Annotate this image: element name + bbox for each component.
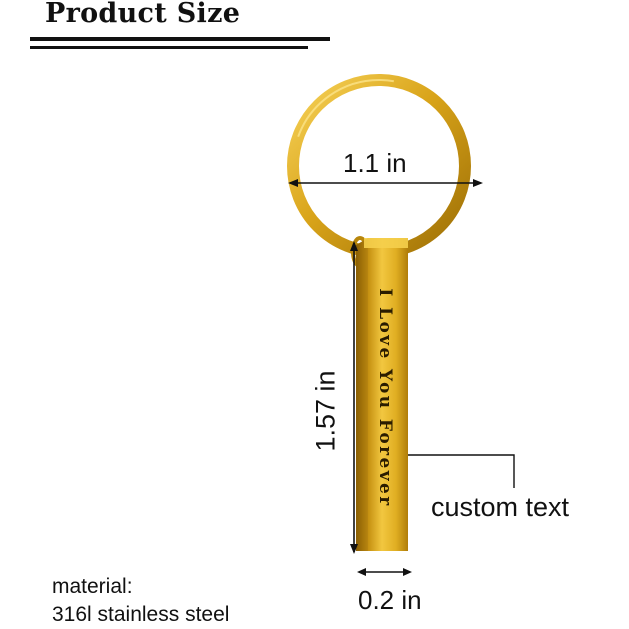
- ring-arrow-left-head: [288, 179, 298, 187]
- bar-pendant: [368, 238, 408, 551]
- height-arrow-top-head: [350, 241, 358, 251]
- ring-diameter-label: 1.1 in: [343, 148, 407, 178]
- material-label: material:: [52, 575, 133, 598]
- height-arrow-bottom-head: [350, 544, 358, 554]
- ring-arrow-right-head: [473, 179, 483, 187]
- title-underline: [30, 37, 330, 41]
- width-arrow-right-head: [403, 568, 412, 576]
- bar-height-label: 1.57 in: [310, 370, 341, 452]
- title-underline-secondary: [30, 46, 308, 49]
- custom-text-leader: [408, 454, 515, 488]
- material-value: 316l stainless steel: [52, 603, 230, 626]
- bar-side-face: [356, 238, 368, 551]
- key-ring-highlight: [292, 79, 466, 253]
- width-arrow-left-head: [357, 568, 366, 576]
- bar-top-cap: [364, 238, 408, 248]
- page-title: Product Size: [45, 0, 241, 29]
- engraved-text: I Love You Forever: [375, 288, 395, 508]
- custom-text-callout: custom text: [431, 492, 570, 522]
- bar-width-label: 0.2 in: [358, 585, 422, 615]
